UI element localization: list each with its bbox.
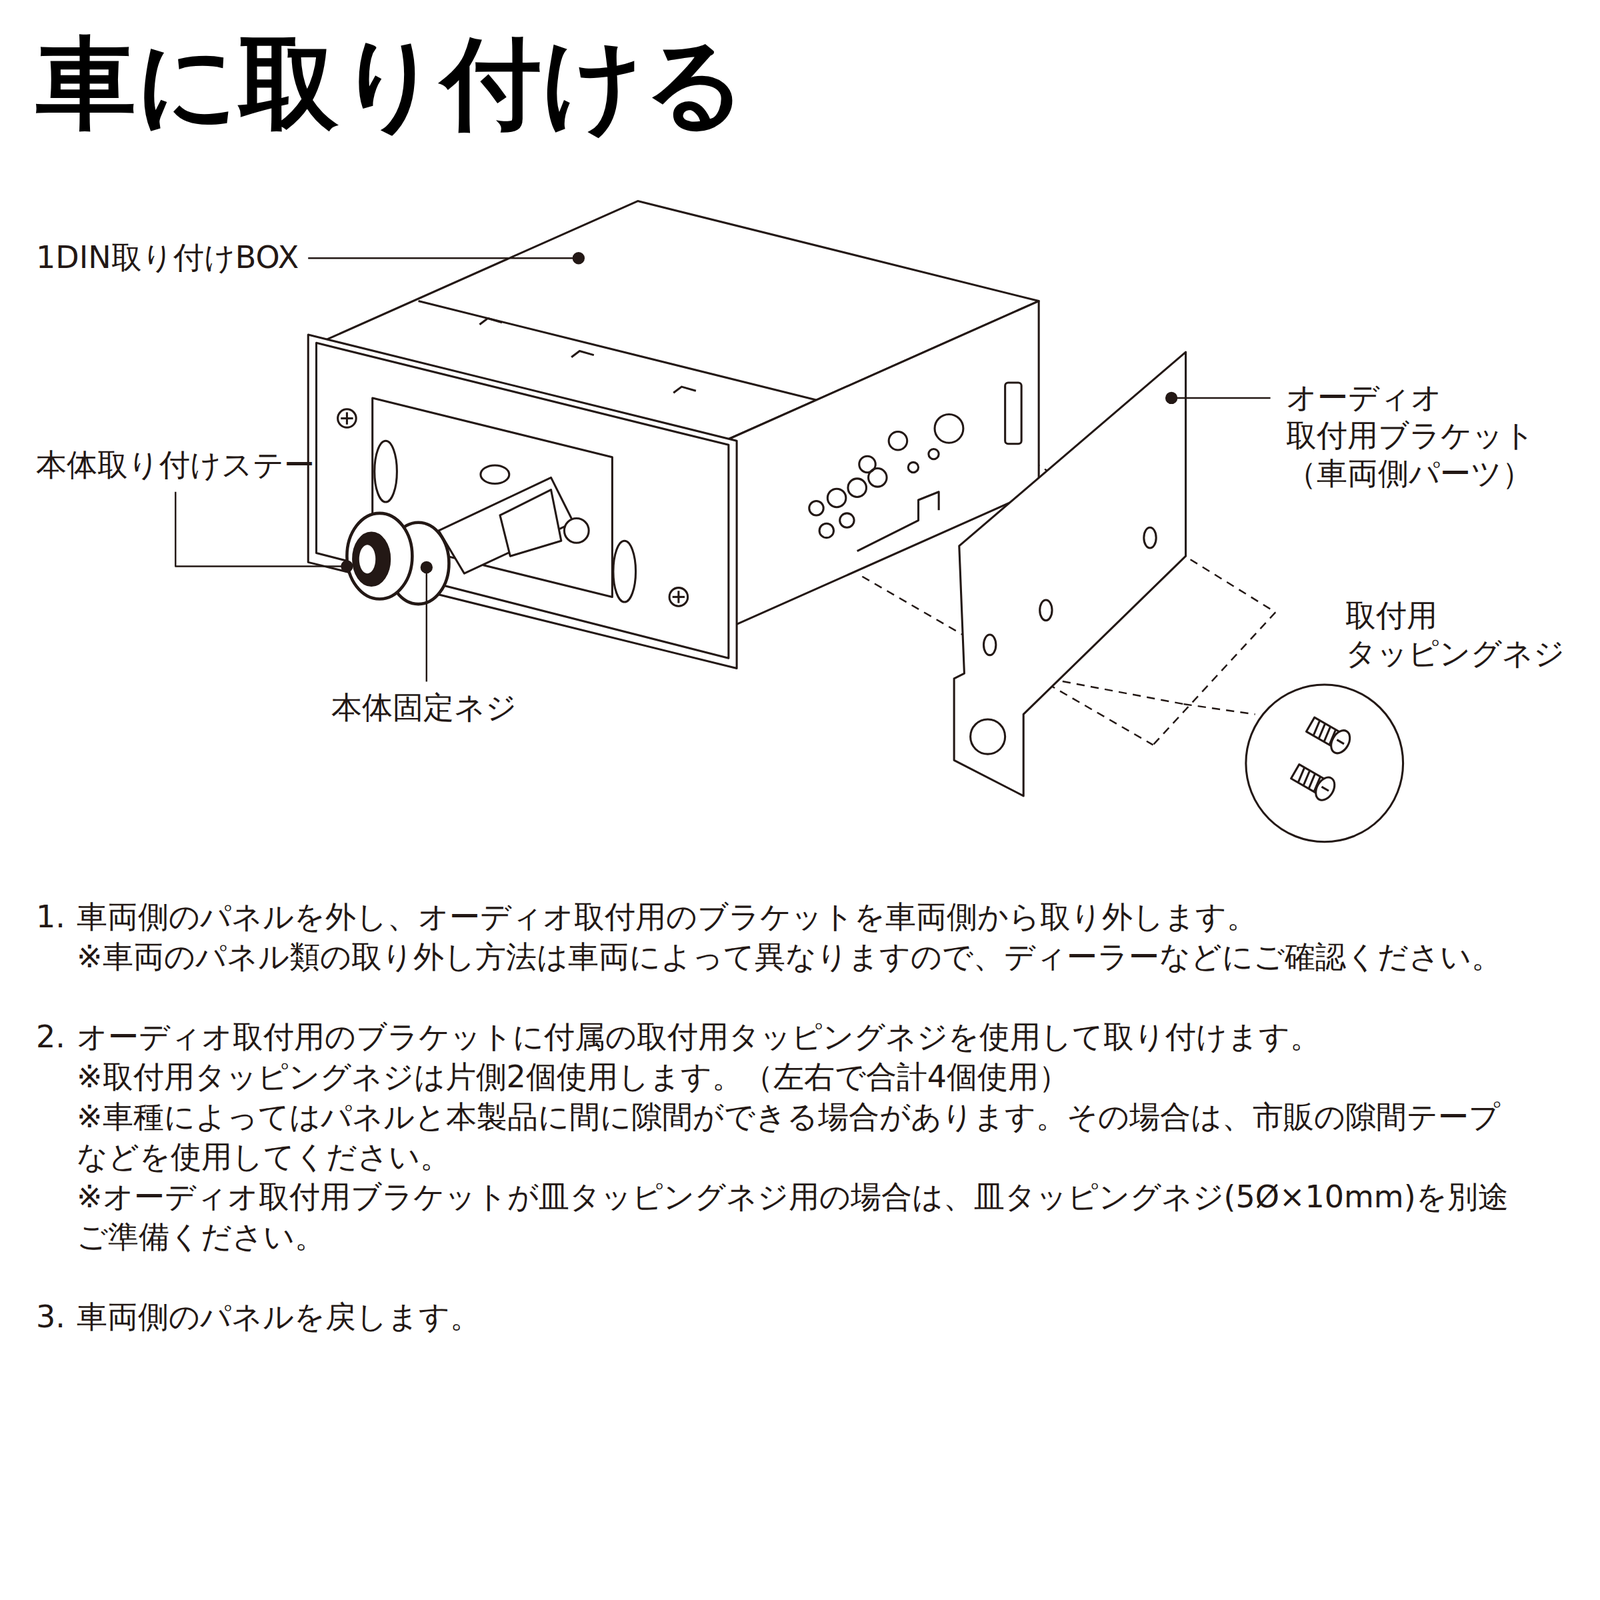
step-number: 2. xyxy=(36,1016,77,1257)
instruction-text: ※車種によってはパネルと本製品に間に隙間ができる場合があります。その場合は、市販… xyxy=(76,1096,1530,1177)
step-body: 車両側のパネルを外し、オーディオ取付用のブラケットを車両側から取り外します。※車… xyxy=(76,896,1530,977)
leader-line xyxy=(308,257,579,259)
leader-line xyxy=(175,492,347,567)
instruction-text: ※取付用タッピングネジは片側2個使用します。（左右で合計4個使用） xyxy=(76,1056,1530,1097)
step-body: 車両側のパネルを戻します。 xyxy=(76,1296,1530,1337)
instruction-text: オーディオ取付用のブラケットに付属の取付用タッピングネジを使用して取り付けます。 xyxy=(76,1016,1530,1057)
part-label: 本体固定ネジ xyxy=(331,688,517,727)
part-label: 取付用 タッピングネジ xyxy=(1345,596,1565,673)
step-number: 3. xyxy=(36,1296,77,1337)
step-body: オーディオ取付用のブラケットに付属の取付用タッピングネジを使用して取り付けます。… xyxy=(76,1016,1530,1257)
instruction-text: ※車両のパネル類の取り外し方法は車両によって異なりますので、ディーラーなどにご確… xyxy=(76,936,1530,977)
audio-bracket xyxy=(954,352,1186,796)
instruction-step: 3.車両側のパネルを戻します。 xyxy=(36,1296,1530,1337)
leader-line xyxy=(1171,397,1270,399)
part-label: オーディオ 取付用ブラケット （車両側パーツ） xyxy=(1286,378,1535,493)
instruction-step: 1.車両側のパネルを外し、オーディオ取付用のブラケットを車両側から取り外します。… xyxy=(36,896,1530,977)
tapping-screws xyxy=(1246,684,1404,842)
instruction-list: 1.車両側のパネルを外し、オーディオ取付用のブラケットを車両側から取り外します。… xyxy=(36,896,1530,1377)
stay-and-knob xyxy=(346,465,589,604)
leader-line xyxy=(426,567,428,682)
page-title: 車に取り付ける xyxy=(36,33,747,134)
din-box xyxy=(308,201,1039,669)
step-number: 1. xyxy=(36,896,77,977)
leader-dots xyxy=(340,252,1178,574)
instruction-text: 車両側のパネルを外し、オーディオ取付用のブラケットを車両側から取り外します。 xyxy=(76,896,1530,937)
instruction-text: 車両側のパネルを戻します。 xyxy=(76,1296,1530,1337)
part-label: 1DIN取り付けBOX xyxy=(36,238,299,277)
part-label: 本体取り付けステー xyxy=(36,446,315,484)
instruction-step: 2.オーディオ取付用のブラケットに付属の取付用タッピングネジを使用して取り付けま… xyxy=(36,1016,1530,1257)
instruction-text: ※オーディオ取付用ブラケットが皿タッピングネジ用の場合は、皿タッピングネジ(5Ø… xyxy=(76,1176,1530,1257)
leader-lines xyxy=(175,258,1270,682)
